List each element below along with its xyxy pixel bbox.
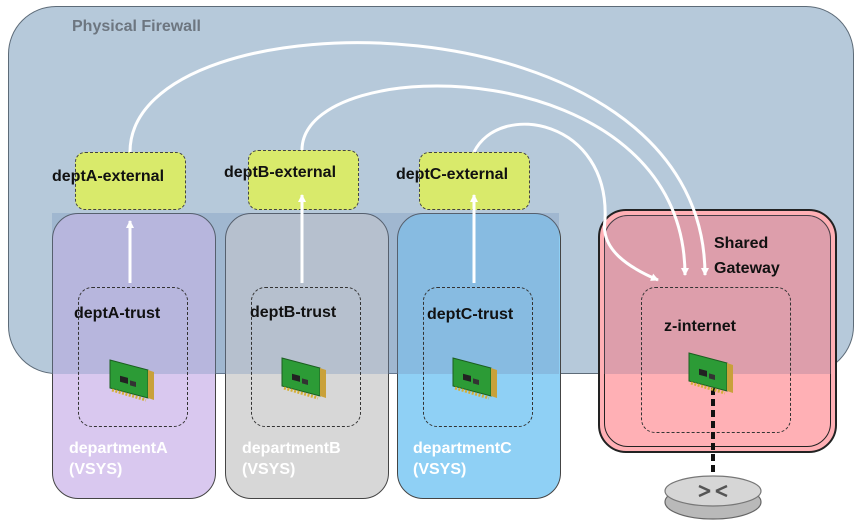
network-interface-card-icon [109, 359, 154, 402]
departmentA-name: departmentA [69, 440, 168, 457]
zone-deptA-external [75, 152, 186, 210]
arrow-deptB-external-to-z-internet [300, 84, 689, 276]
departmentC-tag: (VSYS) [413, 461, 467, 478]
arrow-deptA-external-to-z-internet [128, 41, 709, 276]
z-internet-label: z-internet [664, 318, 736, 335]
zone-deptA-trust [78, 287, 188, 427]
departmentB-vsys-label: departmentB (VSYS) [242, 438, 341, 480]
zone-deptC-trust [423, 287, 533, 427]
deptA-trust-label: deptA-trust [74, 305, 161, 322]
departmentA-vsys-label: departmentA (VSYS) [69, 438, 168, 480]
shared-gateway-inner-border [604, 215, 831, 447]
network-interface-card-icon [281, 357, 326, 400]
shared-gateway-title: Shared Gateway [714, 231, 780, 281]
vsys-departmentC-box [397, 213, 561, 499]
shared-gateway-title-line2: Gateway [714, 260, 780, 277]
deptB-external-label: deptB-external [224, 164, 337, 181]
deptC-external-label: deptC-external [396, 166, 509, 183]
departmentB-tag: (VSYS) [242, 461, 296, 478]
router-icon [664, 475, 762, 520]
physical-firewall-title: Physical Firewall [72, 18, 201, 35]
shared-gateway-box [598, 209, 837, 453]
deptA-external-label: deptA-external [52, 168, 165, 185]
departmentC-vsys-label: departmentC (VSYS) [413, 438, 512, 480]
arrow-deptC-external-to-z-internet [472, 122, 659, 282]
deptC-trust-label: deptC-trust [427, 306, 514, 323]
zone-deptB-trust [251, 287, 361, 427]
deptB-trust-label: deptB-trust [250, 304, 337, 321]
zone-z-internet [641, 287, 791, 433]
departmentB-name: departmentB [242, 440, 341, 457]
vsys-departmentB-box [225, 213, 389, 499]
departmentC-name: departmentC [413, 440, 512, 457]
network-interface-card-icon [452, 357, 497, 400]
shared-gateway-title-line1: Shared [714, 235, 769, 252]
vsys-departmentA-box [52, 213, 216, 499]
departmentA-tag: (VSYS) [69, 461, 123, 478]
network-interface-card-icon [688, 352, 733, 395]
